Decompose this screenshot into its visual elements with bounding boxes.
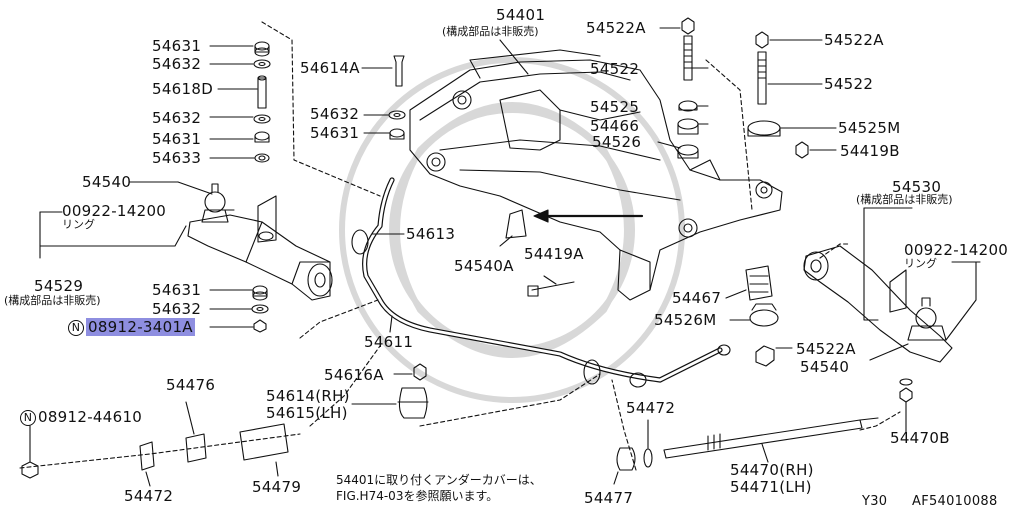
label-54525: 54525 (590, 98, 640, 116)
right-center-parts (725, 265, 793, 367)
figure-id: AF54010088 (912, 494, 998, 509)
label-54616A: 54616A (324, 366, 384, 384)
stabilizer-links (351, 363, 429, 419)
label-54611: 54611 (364, 333, 414, 351)
crossmember-arrow (533, 209, 644, 223)
crossmember-leader (499, 39, 529, 75)
label-ring-right: リング (904, 257, 937, 270)
label-54467: 54467 (672, 289, 722, 307)
diagram-code: Y30 (862, 494, 888, 509)
label-54522A-right: 54522A (824, 31, 884, 49)
label-54472-left: 54472 (124, 487, 174, 505)
label-54633: 54633 (152, 149, 202, 167)
n-mark-a: N (68, 320, 84, 336)
label-54540-right: 54540 (800, 358, 850, 376)
center-strut-stack (657, 17, 709, 159)
label-54631-d: 54631 (310, 124, 360, 142)
label-54632-b: 54632 (152, 109, 202, 127)
left-stack-leaders (209, 45, 258, 159)
label-54631-a: 54631 (152, 37, 202, 55)
label-54522-right: 54522 (824, 75, 874, 93)
label-54632-a: 54632 (152, 55, 202, 73)
label-54631-c: 54631 (152, 281, 202, 299)
dashed-leaders (19, 21, 901, 471)
footnote-line-2: FIG.H74-03を参照願います。 (336, 489, 499, 503)
label-54479: 54479 (252, 478, 302, 496)
lower-left-parts (21, 401, 289, 487)
label-54522-left: 54522 (590, 60, 640, 78)
label-54631-b: 54631 (152, 130, 202, 148)
highlighted-part-number: 08912-3401A (86, 318, 195, 336)
right-lower-arm (803, 245, 953, 433)
label-54522A-top: 54522A (586, 19, 646, 37)
label-54613: 54613 (406, 225, 456, 243)
label-54529: 54529 (34, 277, 84, 295)
left-stack-parts (253, 41, 271, 163)
label-54466: 54466 (590, 117, 640, 135)
label-54401-note: (構成部品は非販売) (442, 25, 539, 38)
part-number-08912-44610: 08912-44610 (38, 408, 143, 426)
left-lower-arm (129, 181, 333, 301)
label-54540-left: 54540 (82, 173, 132, 191)
label-54614: 54614(RH) (266, 387, 350, 405)
footnote-line-1: 54401に取り付くアンダーカバーは、 (336, 473, 542, 487)
label-54471: 54471(LH) (730, 478, 812, 496)
label-54525M: 54525M (838, 119, 901, 137)
label-54476: 54476 (166, 376, 216, 394)
label-00922-right: 00922-14200 (904, 241, 1009, 259)
label-54526: 54526 (592, 133, 642, 151)
label-54632-d: 54632 (310, 105, 360, 123)
stabilizer-bar (351, 177, 731, 388)
crossmember-frame (409, 49, 783, 301)
right-strut-stack (747, 31, 837, 159)
label-54615: 54615(LH) (266, 404, 348, 422)
label-54419A: 54419A (524, 245, 584, 263)
label-54401: 54401 (496, 6, 546, 24)
label-54618D: 54618D (152, 80, 214, 98)
label-54419B: 54419B (840, 142, 900, 160)
label-54470: 54470(RH) (730, 461, 814, 479)
center-small-parts (361, 55, 575, 297)
label-54530: 54530 (892, 178, 942, 196)
label-54522A-lower: 54522A (796, 340, 856, 358)
label-54530-note: (構成部品は非販売) (856, 193, 953, 206)
right-arm-bracket (863, 207, 981, 361)
label-00922-left: 00922-14200 (62, 202, 167, 220)
left-lower-bushings (209, 285, 269, 333)
watermark (339, 57, 685, 403)
label-54477: 54477 (584, 489, 634, 507)
tie-rod (613, 417, 879, 485)
label-54470B: 54470B (890, 429, 950, 447)
left-arm-bracket (39, 209, 235, 259)
label-54540A: 54540A (454, 257, 514, 275)
label-54472-right: 54472 (626, 399, 676, 417)
label-54526M: 54526M (654, 311, 717, 329)
label-54614A: 54614A (300, 59, 360, 77)
label-ring-left: リング (62, 218, 95, 231)
label-54632-c: 54632 (152, 300, 202, 318)
label-54529-note: (構成部品は非販売) (4, 294, 101, 307)
n-mark-b: N (20, 410, 36, 426)
